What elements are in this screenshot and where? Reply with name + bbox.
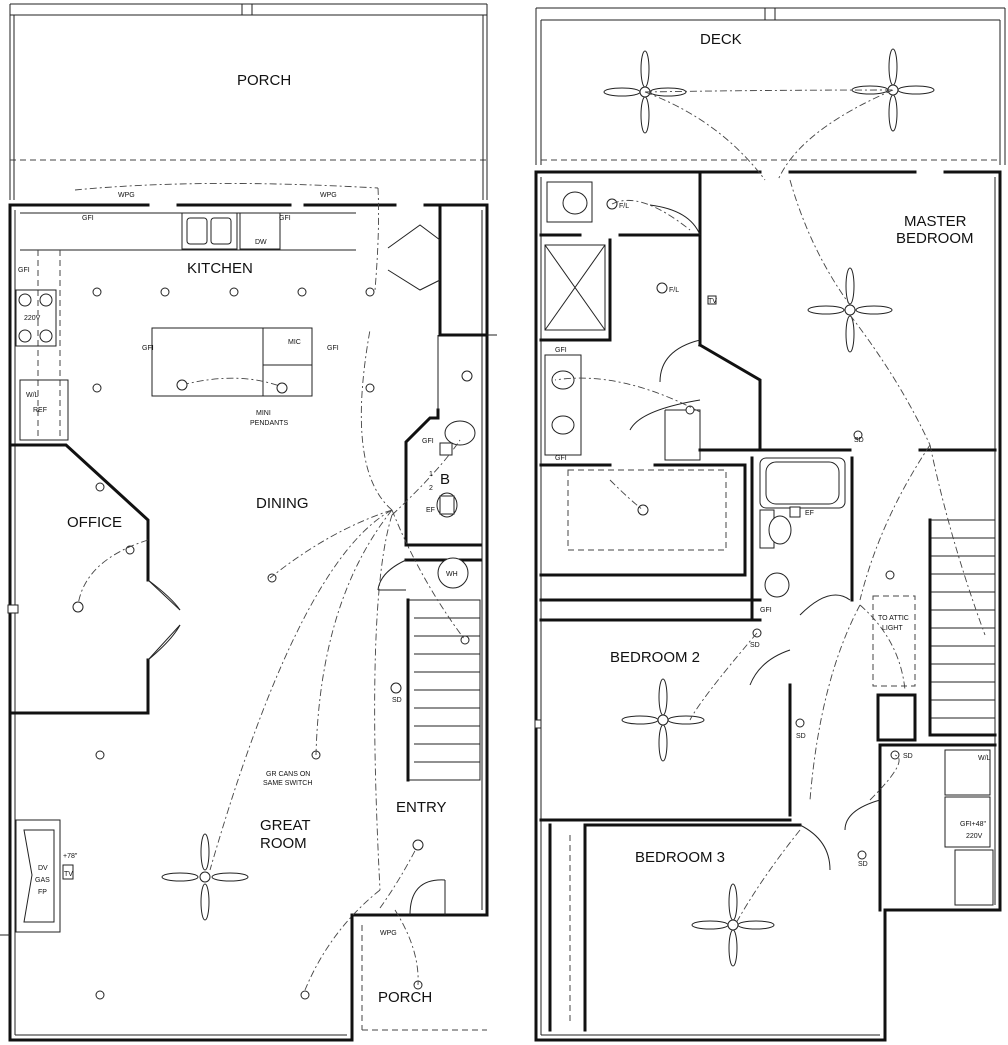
rear-porch <box>9 3 488 200</box>
wl-refrigerator: W/L <box>26 392 39 399</box>
closets-and-half-bath <box>377 203 489 591</box>
bedroom-3-walls <box>548 823 831 1032</box>
sd-hall: SD <box>750 642 760 649</box>
range-220v-label: 220V <box>24 315 41 322</box>
sd-master: SD <box>854 437 864 444</box>
sd-bedroom-2: SD <box>796 733 806 740</box>
deck-label: DECK <box>700 31 742 48</box>
great-room-label-line1: GREAT <box>260 817 311 834</box>
first-floor-plan: PORCH KITCHEN DINING OFFICE B 1 2 ENTRY … <box>0 3 497 1042</box>
dining-label: DINING <box>256 495 309 512</box>
second-floor-fixture-marks <box>534 198 900 860</box>
gfi-hall-bath: GFI <box>760 607 772 614</box>
wpg-rear-1: WPG <box>118 192 135 199</box>
second-floor-plan: DECK MASTER BEDROOM BEDROOM 2 BEDROOM 3 … <box>534 7 1006 1042</box>
fireplace-outlet-label: +78" <box>63 853 78 860</box>
master-bedroom-label-line1: MASTER <box>904 213 967 230</box>
mini-pendants-line2: PENDANTS <box>250 420 288 427</box>
entry-label: ENTRY <box>396 799 447 816</box>
sd-bedroom-3: SD <box>858 861 868 868</box>
bedroom-3-fan <box>691 883 775 967</box>
attic-light-line1: TO ATTIC <box>878 615 909 622</box>
fireplace-label-line2: GAS <box>35 877 50 884</box>
tv-master-bath: TV <box>708 298 717 305</box>
first-floor-can-lights <box>92 287 470 1000</box>
sd-laundry: SD <box>903 753 913 760</box>
wpg-rear-2: WPG <box>320 192 337 199</box>
rear-porch-label: PORCH <box>237 72 291 89</box>
kitchen-counters <box>15 212 356 441</box>
gfi-half-bath: GFI <box>422 438 434 445</box>
dishwasher-label: DW <box>255 239 267 246</box>
gfi-island-1: GFI <box>142 345 154 352</box>
front-porch-label: PORCH <box>378 989 432 1006</box>
fireplace-label-line1: DV <box>38 865 48 872</box>
first-floor-fixture-marks <box>0 334 497 936</box>
great-room-ceiling-fan <box>161 833 249 921</box>
bedroom-3-label: BEDROOM 3 <box>635 849 725 866</box>
fireplace-label-line3: FP <box>38 889 47 896</box>
laundry-gfi-note: GFI+48" <box>960 821 987 828</box>
fl-master-bath-1: F/L <box>619 203 629 210</box>
bedroom-2-fan <box>621 678 705 762</box>
wpg-front: WPG <box>380 930 397 937</box>
master-bedroom-label-line2: BEDROOM <box>896 230 974 247</box>
fireplace <box>15 819 74 933</box>
ef-half-bath: EF <box>426 507 435 514</box>
first-floor-stairs <box>406 598 481 782</box>
laundry-220-note: 220V <box>966 833 983 840</box>
half-bath-label: B <box>440 471 450 488</box>
gr-cans-note-line2: SAME SWITCH <box>263 780 312 787</box>
gfi-kitchen-3: GFI <box>18 267 30 274</box>
fl-master-bath-2: F/L <box>669 287 679 294</box>
gfi-island-2: GFI <box>327 345 339 352</box>
bedroom-2-label: BEDROOM 2 <box>610 649 700 666</box>
master-bedroom-fan <box>807 267 893 353</box>
kitchen-label: KITCHEN <box>187 260 253 277</box>
first-floor-exterior-walls <box>8 203 489 1042</box>
gfi-kitchen-1: GFI <box>82 215 94 222</box>
great-room-label-line2: ROOM <box>260 835 307 852</box>
bedroom-2-walls <box>539 649 792 822</box>
hall-bath <box>698 448 997 622</box>
mini-pendants-line1: MINI <box>256 410 271 417</box>
second-floor-wiring <box>554 89 986 926</box>
master-bath <box>539 170 762 467</box>
first-floor-wiring <box>74 183 466 991</box>
tv-fireplace: TV <box>64 871 73 878</box>
half-fraction-numerator: 1 <box>429 471 433 478</box>
sd-stairs: SD <box>392 697 402 704</box>
gfi-master-bath-2: GFI <box>555 455 567 462</box>
gr-cans-note-line1: GR CANS ON <box>266 771 310 778</box>
microwave-label: MIC <box>288 339 301 346</box>
attic-light-line2: LIGHT <box>882 625 903 632</box>
office-walls <box>8 443 181 715</box>
ef-hall-bath: EF <box>805 510 814 517</box>
wl-laundry: W/L <box>978 755 991 762</box>
gfi-master-bath-1: GFI <box>555 347 567 354</box>
deck <box>535 7 1006 165</box>
half-fraction-denominator: 2 <box>429 485 433 492</box>
refrigerator-label: REF <box>33 407 47 414</box>
gfi-kitchen-2: GFI <box>279 215 291 222</box>
second-floor-stairs <box>872 518 997 742</box>
laundry <box>844 743 997 912</box>
entry-and-front-porch <box>350 879 489 1031</box>
water-heater-label: WH <box>446 571 458 578</box>
walk-in-closet <box>539 463 762 622</box>
office-label: OFFICE <box>67 514 122 531</box>
